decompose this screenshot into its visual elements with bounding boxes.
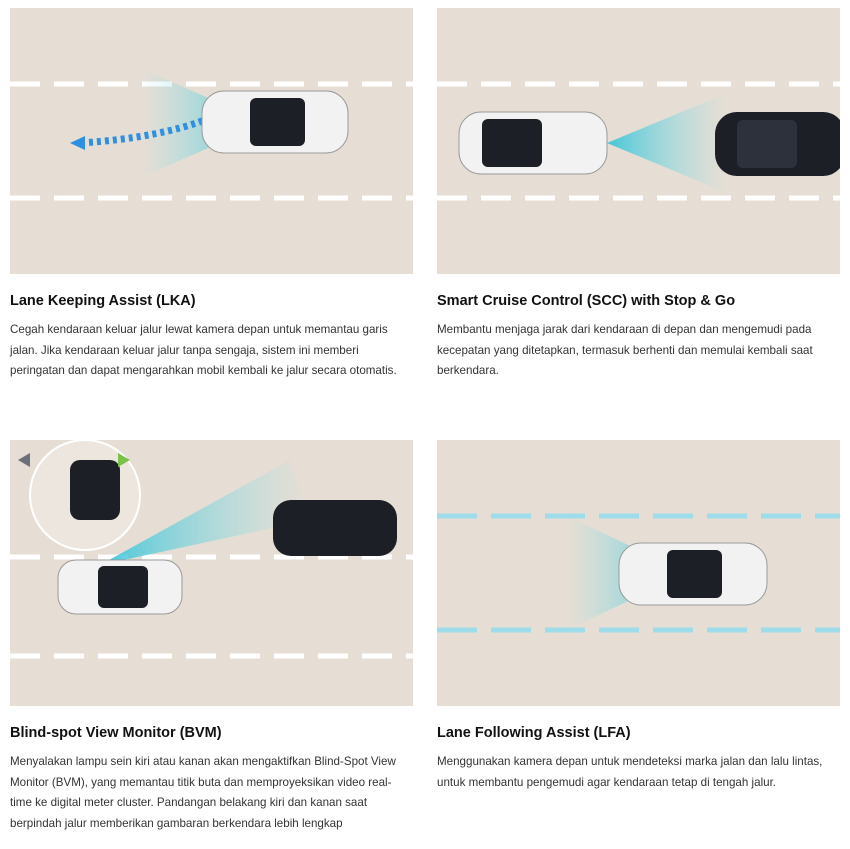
feature-title: Lane Keeping Assist (LKA) (10, 293, 196, 309)
bvm-illustration (10, 440, 413, 706)
car-white (458, 111, 608, 175)
scc-illustration (437, 8, 840, 274)
feature-description: Menggunakan kamera depan untuk mendeteks… (437, 755, 823, 789)
feature-card-scc: Smart Cruise Control (SCC) with Stop & G… (437, 8, 840, 382)
car-white (618, 542, 768, 606)
lka-illustration (10, 8, 413, 274)
car-white (201, 90, 349, 154)
feature-description: Cegah kendaraan keluar jalur lewat kamer… (10, 323, 397, 378)
feature-card-lka: Lane Keeping Assist (LKA) Cegah kendaraa… (10, 8, 413, 382)
car-dark (273, 500, 397, 556)
car-dark (715, 112, 840, 176)
lane-return-arrow (79, 114, 212, 147)
arrow-right-icon (118, 453, 130, 467)
feature-title: Smart Cruise Control (SCC) with Stop & G… (437, 293, 736, 309)
feature-card-bvm: Blind-spot View Monitor (BVM) Menyalakan… (10, 440, 413, 834)
feature-title: Blind-spot View Monitor (BVM) (10, 725, 222, 741)
feature-card-lfa: Lane Following Assist (LFA) Menggunakan … (437, 440, 840, 793)
lfa-illustration (437, 440, 840, 706)
car-white (57, 559, 183, 615)
feature-description: Menyalakan lampu sein kiri atau kanan ak… (10, 755, 396, 830)
feature-description: Membantu menjaga jarak dari kendaraan di… (437, 323, 813, 378)
feature-title: Lane Following Assist (LFA) (437, 725, 631, 741)
arrow-left-icon (18, 453, 30, 467)
